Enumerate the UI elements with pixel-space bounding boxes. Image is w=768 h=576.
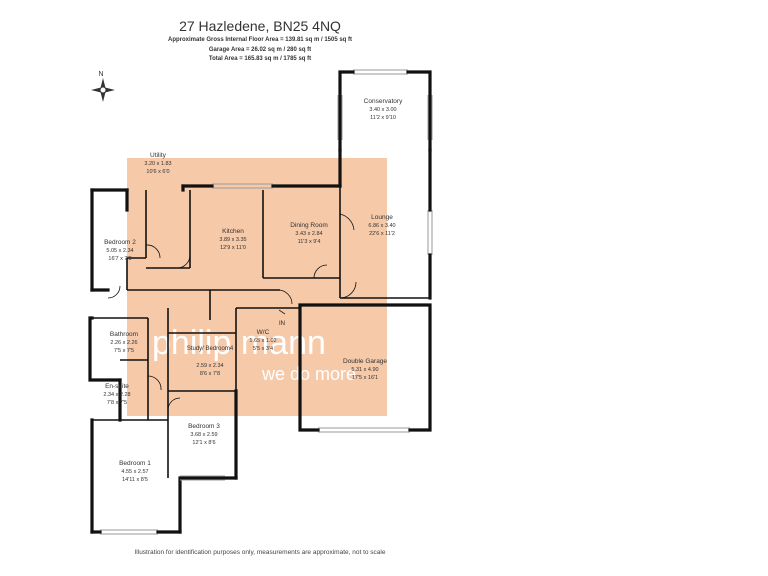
- disclaimer-text: Illustration for identification purposes…: [134, 549, 386, 556]
- room-name: Double Garage: [343, 358, 387, 365]
- room-imperial: 16'7 x 7'8: [108, 256, 131, 262]
- garage-area-text: Garage Area = 26.02 sq m / 280 sq ft: [208, 47, 312, 53]
- room-name: Study/ Bedroom4: [187, 346, 234, 352]
- room-metric: 3.20 x 1.83: [144, 161, 171, 167]
- room-imperial: 7'8 x 7'5: [107, 400, 127, 406]
- windows: [100, 69, 433, 535]
- room-labels: Conservatory 3.40 x 3.00 11'2 x 9'10 Uti…: [103, 98, 403, 483]
- room-imperial: 11'2 x 9'10: [370, 115, 396, 121]
- room-metric: 3.89 x 3.35: [219, 237, 246, 243]
- plan-title: 27 Hazledene, BN25 4NQ: [179, 18, 341, 34]
- room-name: Dining Room: [290, 222, 328, 229]
- room-metric: 4.55 x 2.57: [121, 469, 148, 475]
- room-imperial: 10'6 x 6'0: [146, 169, 169, 175]
- room-imperial: 5'5 x 3'4: [253, 346, 273, 352]
- room-metric: 2.59 x 2.34: [196, 363, 223, 369]
- room-imperial: 12'9 x 11'0: [220, 245, 246, 251]
- room-metric: 5.31 x 4.90: [351, 367, 378, 373]
- room-imperial: 14'11 x 8'5: [122, 477, 148, 483]
- watermark-block: [127, 158, 387, 416]
- compass-icon: N: [91, 71, 115, 102]
- entrance-label: IN: [279, 321, 285, 327]
- interior-walls: [90, 186, 430, 478]
- room-name: Bedroom 1: [119, 460, 151, 467]
- room-metric: 3.43 x 2.84: [295, 231, 322, 237]
- room-name: Utility: [150, 152, 167, 159]
- room-name: Bathroom: [110, 331, 138, 338]
- room-metric: 2.26 x 2.26: [110, 340, 137, 346]
- room-name: Lounge: [371, 214, 393, 221]
- room-imperial: 7'5 x 7'5: [114, 348, 134, 354]
- room-metric: 3.68 x 2.59: [190, 432, 217, 438]
- door-swings: [107, 213, 357, 411]
- room-metric: 2.34 x 2.28: [103, 392, 130, 398]
- room-metric: 3.40 x 3.00: [369, 107, 396, 113]
- room-metric: 6.86 x 3.40: [368, 223, 395, 229]
- room-name: Kitchen: [222, 228, 244, 235]
- room-imperial: 12'1 x 8'6: [192, 440, 215, 446]
- room-imperial: 8'6 x 7'8: [200, 371, 220, 377]
- room-name: Bedroom 2: [104, 239, 136, 246]
- room-name: Conservatory: [364, 98, 403, 105]
- gross-area-text: Approximate Gross Internal Floor Area = …: [167, 37, 352, 43]
- total-area-text: Total Area = 165.83 sq m / 1785 sq ft: [208, 56, 312, 62]
- entrance-arrow-icon: [278, 309, 286, 315]
- watermark-brand: philip mann: [152, 324, 326, 362]
- room-imperial: 11'3 x 9'4: [298, 239, 321, 245]
- room-imperial: 22'6 x 11'2: [369, 231, 395, 237]
- room-name: W/C: [257, 329, 270, 336]
- room-name: En-suite: [105, 383, 129, 390]
- watermark-tagline: we do more: [261, 364, 356, 384]
- room-metric: 5.05 x 2.34: [106, 248, 133, 254]
- room-name: Bedroom 3: [188, 423, 220, 430]
- room-imperial: 17'5 x 16'1: [352, 375, 378, 381]
- room-metric: 1.65 x 1.02: [249, 338, 276, 344]
- compass-north-label: N: [98, 71, 103, 78]
